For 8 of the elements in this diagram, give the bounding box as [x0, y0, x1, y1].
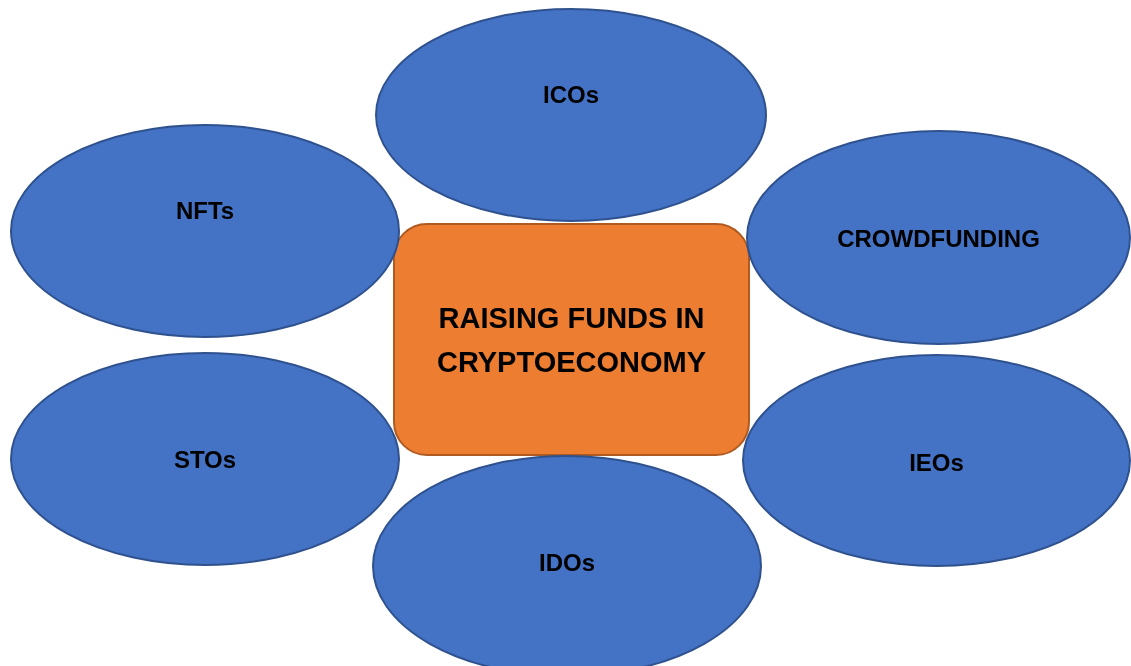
topic-label: CROWDFUNDING: [836, 225, 1041, 253]
topic-label: STOs: [172, 446, 238, 474]
rounded-rectangle: [393, 223, 750, 456]
topic-label: IDOs: [538, 549, 596, 577]
topic-label: IEOs: [908, 449, 965, 477]
topic-label: ICOs: [542, 81, 600, 109]
central-topic-text: RAISING FUNDS IN CRYPTOECONOMY: [435, 300, 708, 380]
topic-label: NFTs: [174, 197, 236, 225]
